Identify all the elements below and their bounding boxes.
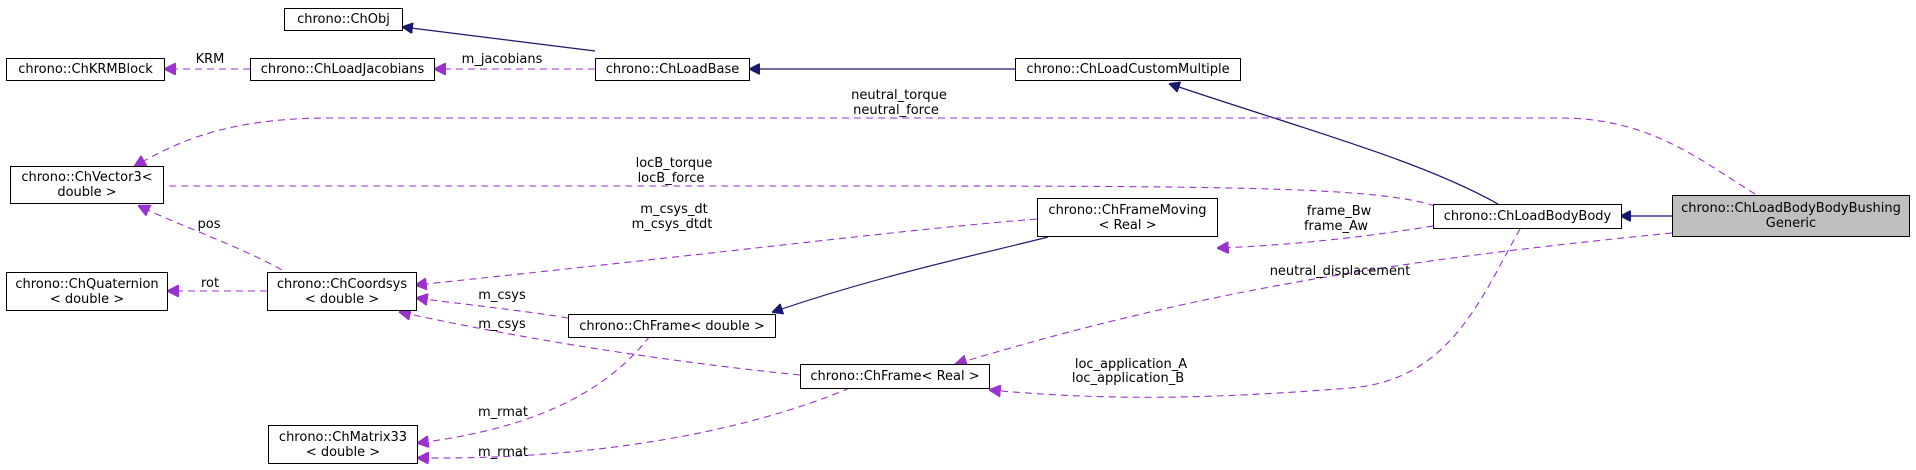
node-framereal[interactable]: chrono::ChFrame< Real > (800, 364, 990, 389)
edge-loadbodybody-frame-aw (1218, 223, 1446, 248)
node-quaternion-label-line2: < double > (49, 291, 125, 307)
node-matrix33[interactable]: chrono::ChMatrix33 < double > (268, 425, 418, 464)
node-loadjacobians-label: chrono::ChLoadJacobians (260, 62, 425, 77)
label-m-csys-2: m_csys (478, 317, 526, 332)
node-matrix33-label-line1: chrono::ChMatrix33 (278, 429, 408, 445)
node-framemoving[interactable]: chrono::ChFrameMoving < Real > (1037, 198, 1218, 237)
label-frame-bw: frame_Bw (1307, 204, 1372, 219)
node-coordsys-label-line1: chrono::ChCoordsys (276, 276, 408, 292)
node-chobj-label: chrono::ChObj (297, 12, 390, 27)
label-locb-force: locB_force (638, 171, 705, 186)
edge-coordsys-pos (139, 206, 293, 277)
edge-loadbase-to-chobj (403, 27, 596, 52)
label-neutral-displacement: neutral_displacement (1270, 264, 1411, 279)
edge-framedouble-m-rmat (418, 335, 651, 443)
node-loadbodybody-label: chrono::ChLoadBodyBody (1443, 209, 1612, 224)
node-framedouble-label: chrono::ChFrame< double > (579, 318, 765, 334)
node-krmblock[interactable]: chrono::ChKRMBlock (6, 58, 165, 81)
node-loadjacobians[interactable]: chrono::ChLoadJacobians (250, 58, 435, 81)
node-coordsys-label-line2: < double > (304, 291, 380, 307)
edge-framemoving-m-csys-dt (416, 218, 1038, 285)
node-loadcustommultiple[interactable]: chrono::ChLoadCustomMultiple (1015, 58, 1241, 81)
label-m-rmat-1: m_rmat (478, 405, 528, 420)
node-vector3[interactable]: chrono::ChVector3< double > (10, 166, 164, 204)
label-loc-application-b: loc_application_B (1072, 371, 1184, 386)
label-m-csys-dt: m_csys_dt (640, 202, 707, 217)
edge-loadbodybody-loc-application (990, 228, 1521, 398)
node-bushing-label-line1: chrono::ChLoadBodyBodyBushing (1681, 201, 1901, 216)
label-neutral-force: neutral_force (853, 103, 939, 118)
node-bushing-label-line2: Generic (1765, 216, 1817, 231)
node-coordsys[interactable]: chrono::ChCoordsys < double > (267, 272, 417, 311)
node-vector3-label-line2: double > (57, 185, 117, 200)
label-m-csys-dtdt: m_csys_dtdt (632, 217, 713, 232)
node-chobj[interactable]: chrono::ChObj (284, 8, 403, 31)
node-loadbase[interactable]: chrono::ChLoadBase (595, 58, 750, 81)
label-pos: pos (198, 217, 221, 232)
edge-framemoving-to-framedouble (773, 236, 1049, 312)
edge-loadbodybody-locb-force (135, 186, 1436, 207)
edge-bushing-neutral-force (135, 117, 1756, 195)
node-krmblock-label: chrono::ChKRMBlock (18, 62, 153, 77)
edge-framereal-m-rmat (418, 387, 851, 458)
node-framereal-label: chrono::ChFrame< Real > (810, 369, 980, 384)
label-frame-aw: frame_Aw (1304, 219, 1368, 234)
node-loadbodybody[interactable]: chrono::ChLoadBodyBody (1433, 204, 1622, 229)
edge-framedouble-m-csys (417, 298, 569, 319)
label-m-jacobians: m_jacobians (462, 52, 543, 67)
node-loadbase-label: chrono::ChLoadBase (605, 62, 740, 77)
label-m-rmat-2: m_rmat (478, 445, 528, 460)
edge-loadbodybody-to-loadcustommultiple (1170, 84, 1499, 205)
edge-bushing-neutral-displacement (956, 232, 1673, 364)
node-bushing[interactable]: chrono::ChLoadBodyBodyBushing Generic (1672, 195, 1910, 237)
label-rot: rot (201, 276, 219, 291)
label-loc-application-a: loc_application_A (1075, 357, 1187, 372)
node-quaternion-label-line1: chrono::ChQuaternion (15, 276, 159, 292)
node-framemoving-label-line2: < Real > (1098, 217, 1157, 233)
label-locb-torque: locB_torque (636, 156, 713, 171)
label-m-csys-1: m_csys (478, 288, 526, 303)
node-matrix33-label-line2: < double > (305, 444, 381, 460)
node-quaternion[interactable]: chrono::ChQuaternion < double > (6, 272, 168, 311)
node-vector3-label-line1: chrono::ChVector3< (21, 170, 153, 185)
node-framemoving-label-line1: chrono::ChFrameMoving (1048, 202, 1207, 218)
node-framedouble[interactable]: chrono::ChFrame< double > (568, 314, 776, 338)
node-loadcustommultiple-label: chrono::ChLoadCustomMultiple (1026, 62, 1230, 77)
edge-framereal-m-csys (400, 312, 801, 376)
label-krm: KRM (196, 52, 225, 67)
label-neutral-torque: neutral_torque (851, 88, 947, 103)
